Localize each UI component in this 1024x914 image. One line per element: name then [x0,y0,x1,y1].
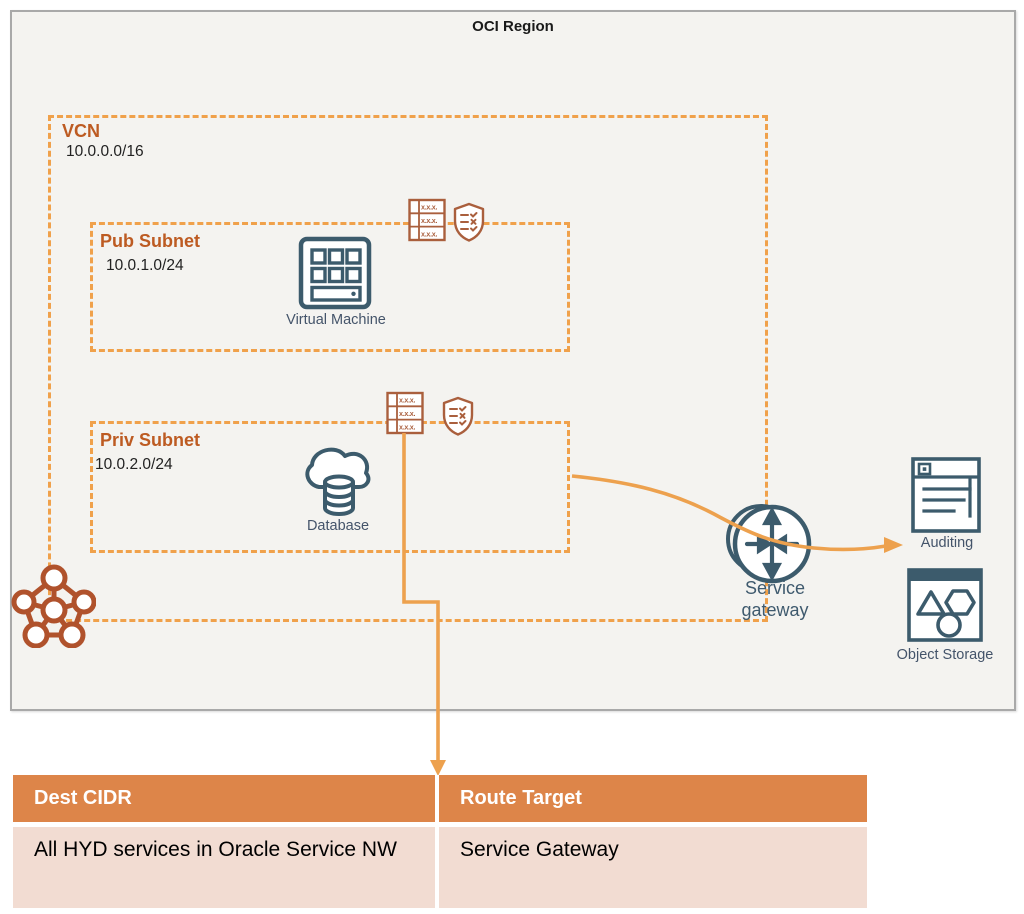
virtual-machine-label: Virtual Machine [286,312,386,328]
object-storage-icon [907,568,983,642]
header-cell-dest-cidr: Dest CIDR [13,775,435,822]
security-list-icon-priv [442,396,474,436]
priv-subnet-cidr: 10.0.2.0/24 [95,456,173,473]
header-cell-route-target: Route Target [439,775,867,822]
svg-text:x.x.x.: x.x.x. [421,203,437,212]
subnet-box-pub [90,222,570,352]
route-table: Dest CIDR Route Target All HYD services … [13,775,867,908]
route-table-icon-pub: x.x.x. x.x.x. x.x.x. [408,198,446,242]
svg-text:x.x.x.: x.x.x. [399,422,415,431]
database-icon [305,447,371,516]
route-table-icon-priv: x.x.x. x.x.x. x.x.x. [386,391,424,435]
cell-route-target: Service Gateway [439,827,867,908]
oci-region-box [10,10,1016,711]
svg-text:x.x.x.: x.x.x. [399,409,415,418]
svg-text:x.x.x.: x.x.x. [399,396,415,405]
security-list-icon-pub [453,202,485,242]
object-storage-label: Object Storage [896,647,994,663]
service-gateway-label: Service gateway [741,578,809,620]
priv-subnet-label: Priv Subnet [100,430,201,450]
oci-region-title: OCI Region [472,18,554,35]
vcn-cidr: 10.0.0.0/16 [66,143,144,160]
auditing-label: Auditing [920,535,974,551]
subnet-box-priv [90,421,570,553]
auditing-icon [911,457,981,533]
database-label: Database [306,518,370,534]
pub-subnet-cidr: 10.0.1.0/24 [106,257,184,274]
virtual-machine-icon [298,236,372,310]
pub-subnet-label: Pub Subnet [100,231,200,251]
svg-text:x.x.x.: x.x.x. [421,216,437,225]
cell-dest-cidr: All HYD services in Oracle Service NW [13,827,435,908]
vcn-label: VCN [62,121,101,141]
svg-text:x.x.x.: x.x.x. [421,229,437,238]
vcn-network-icon [11,564,96,648]
